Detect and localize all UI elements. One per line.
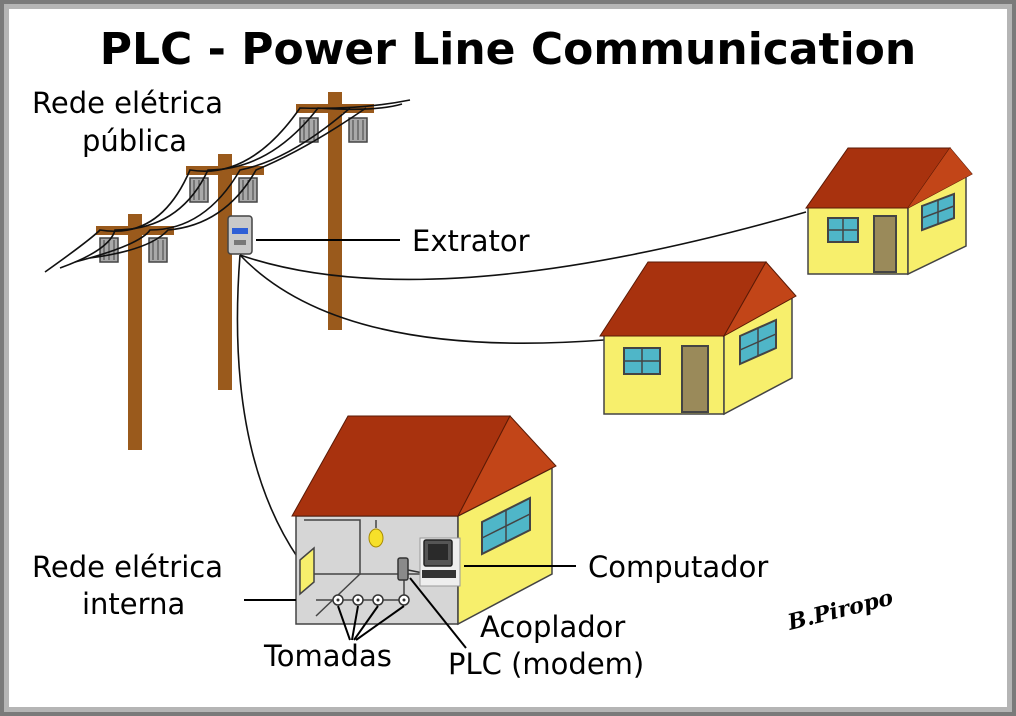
computer-icon	[419, 537, 461, 587]
house-middle	[599, 261, 797, 416]
outlet-icon	[372, 594, 384, 606]
outlet-icon	[398, 594, 410, 606]
transformer-icon	[238, 177, 258, 203]
transformer-icon	[348, 117, 368, 143]
plc-coupler-icon	[397, 557, 409, 581]
outlet-icon	[352, 594, 364, 606]
power-pole-front	[96, 214, 174, 450]
label-public-grid-line2: pública	[82, 124, 187, 158]
leader-lines	[244, 565, 576, 649]
outlet-icon	[332, 594, 344, 606]
service-wires	[236, 211, 807, 559]
extractor-icon	[227, 215, 253, 255]
transformer-icon	[189, 177, 209, 203]
light-bulb-icon	[368, 520, 384, 548]
label-public-grid-line1: Rede elétrica	[32, 86, 223, 120]
label-internal-grid-line1: Rede elétrica	[32, 550, 223, 584]
power-pole-middle	[186, 154, 264, 390]
label-computer: Computador	[588, 550, 768, 584]
diagram-title: PLC - Power Line Communication	[100, 24, 916, 75]
label-coupler-line1: Acoplador	[480, 610, 625, 644]
transformer-icon	[299, 117, 319, 143]
house-far	[805, 147, 973, 276]
label-coupler-line2: PLC (modem)	[448, 647, 644, 681]
label-internal-grid-line2: interna	[82, 587, 185, 621]
transformer-icon	[148, 237, 168, 263]
power-wires	[44, 99, 411, 273]
house-near	[291, 415, 557, 626]
label-extractor: Extrator	[412, 224, 530, 258]
distribution-panel	[299, 546, 315, 596]
label-outlets: Tomadas	[263, 639, 392, 673]
